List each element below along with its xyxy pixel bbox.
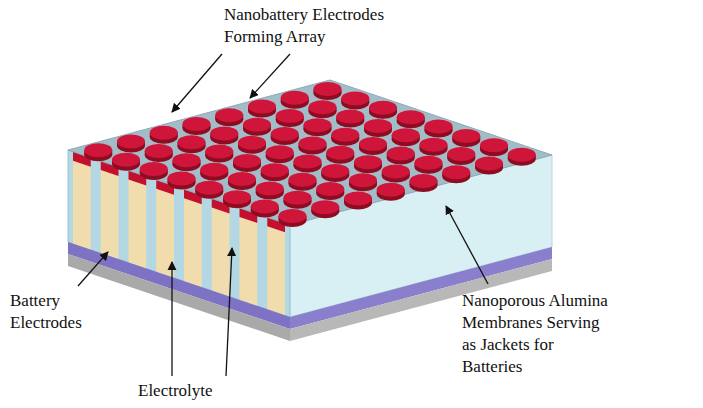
electrolyte-column [73,160,91,250]
electrolyte-column [212,207,230,297]
electrode-label: Battery Electrodes [10,290,110,334]
electrode-array [84,82,536,227]
electrolyte-label: Electrolyte [138,380,278,402]
membrane-top [68,80,552,225]
membrane-label: Nanoporous Alumina Membranes Serving as … [462,290,614,378]
leader-arrow [172,54,222,112]
leader-arrow [250,54,290,98]
electrolyte-column [267,225,285,315]
leader-arrow [446,206,488,284]
electrolyte-column [239,216,257,306]
substrate-layer [68,254,290,341]
leader-arrow [226,248,232,376]
leader-arrow [78,252,108,286]
electrolyte-column [128,178,146,268]
array-label: Nanobattery Electrodes Forming Array [224,4,424,48]
electrolyte-column [184,197,202,287]
electrolyte-column [156,188,174,278]
electrolyte-column [101,169,119,259]
leader-arrow [171,262,172,376]
electrode-layer [68,242,290,329]
